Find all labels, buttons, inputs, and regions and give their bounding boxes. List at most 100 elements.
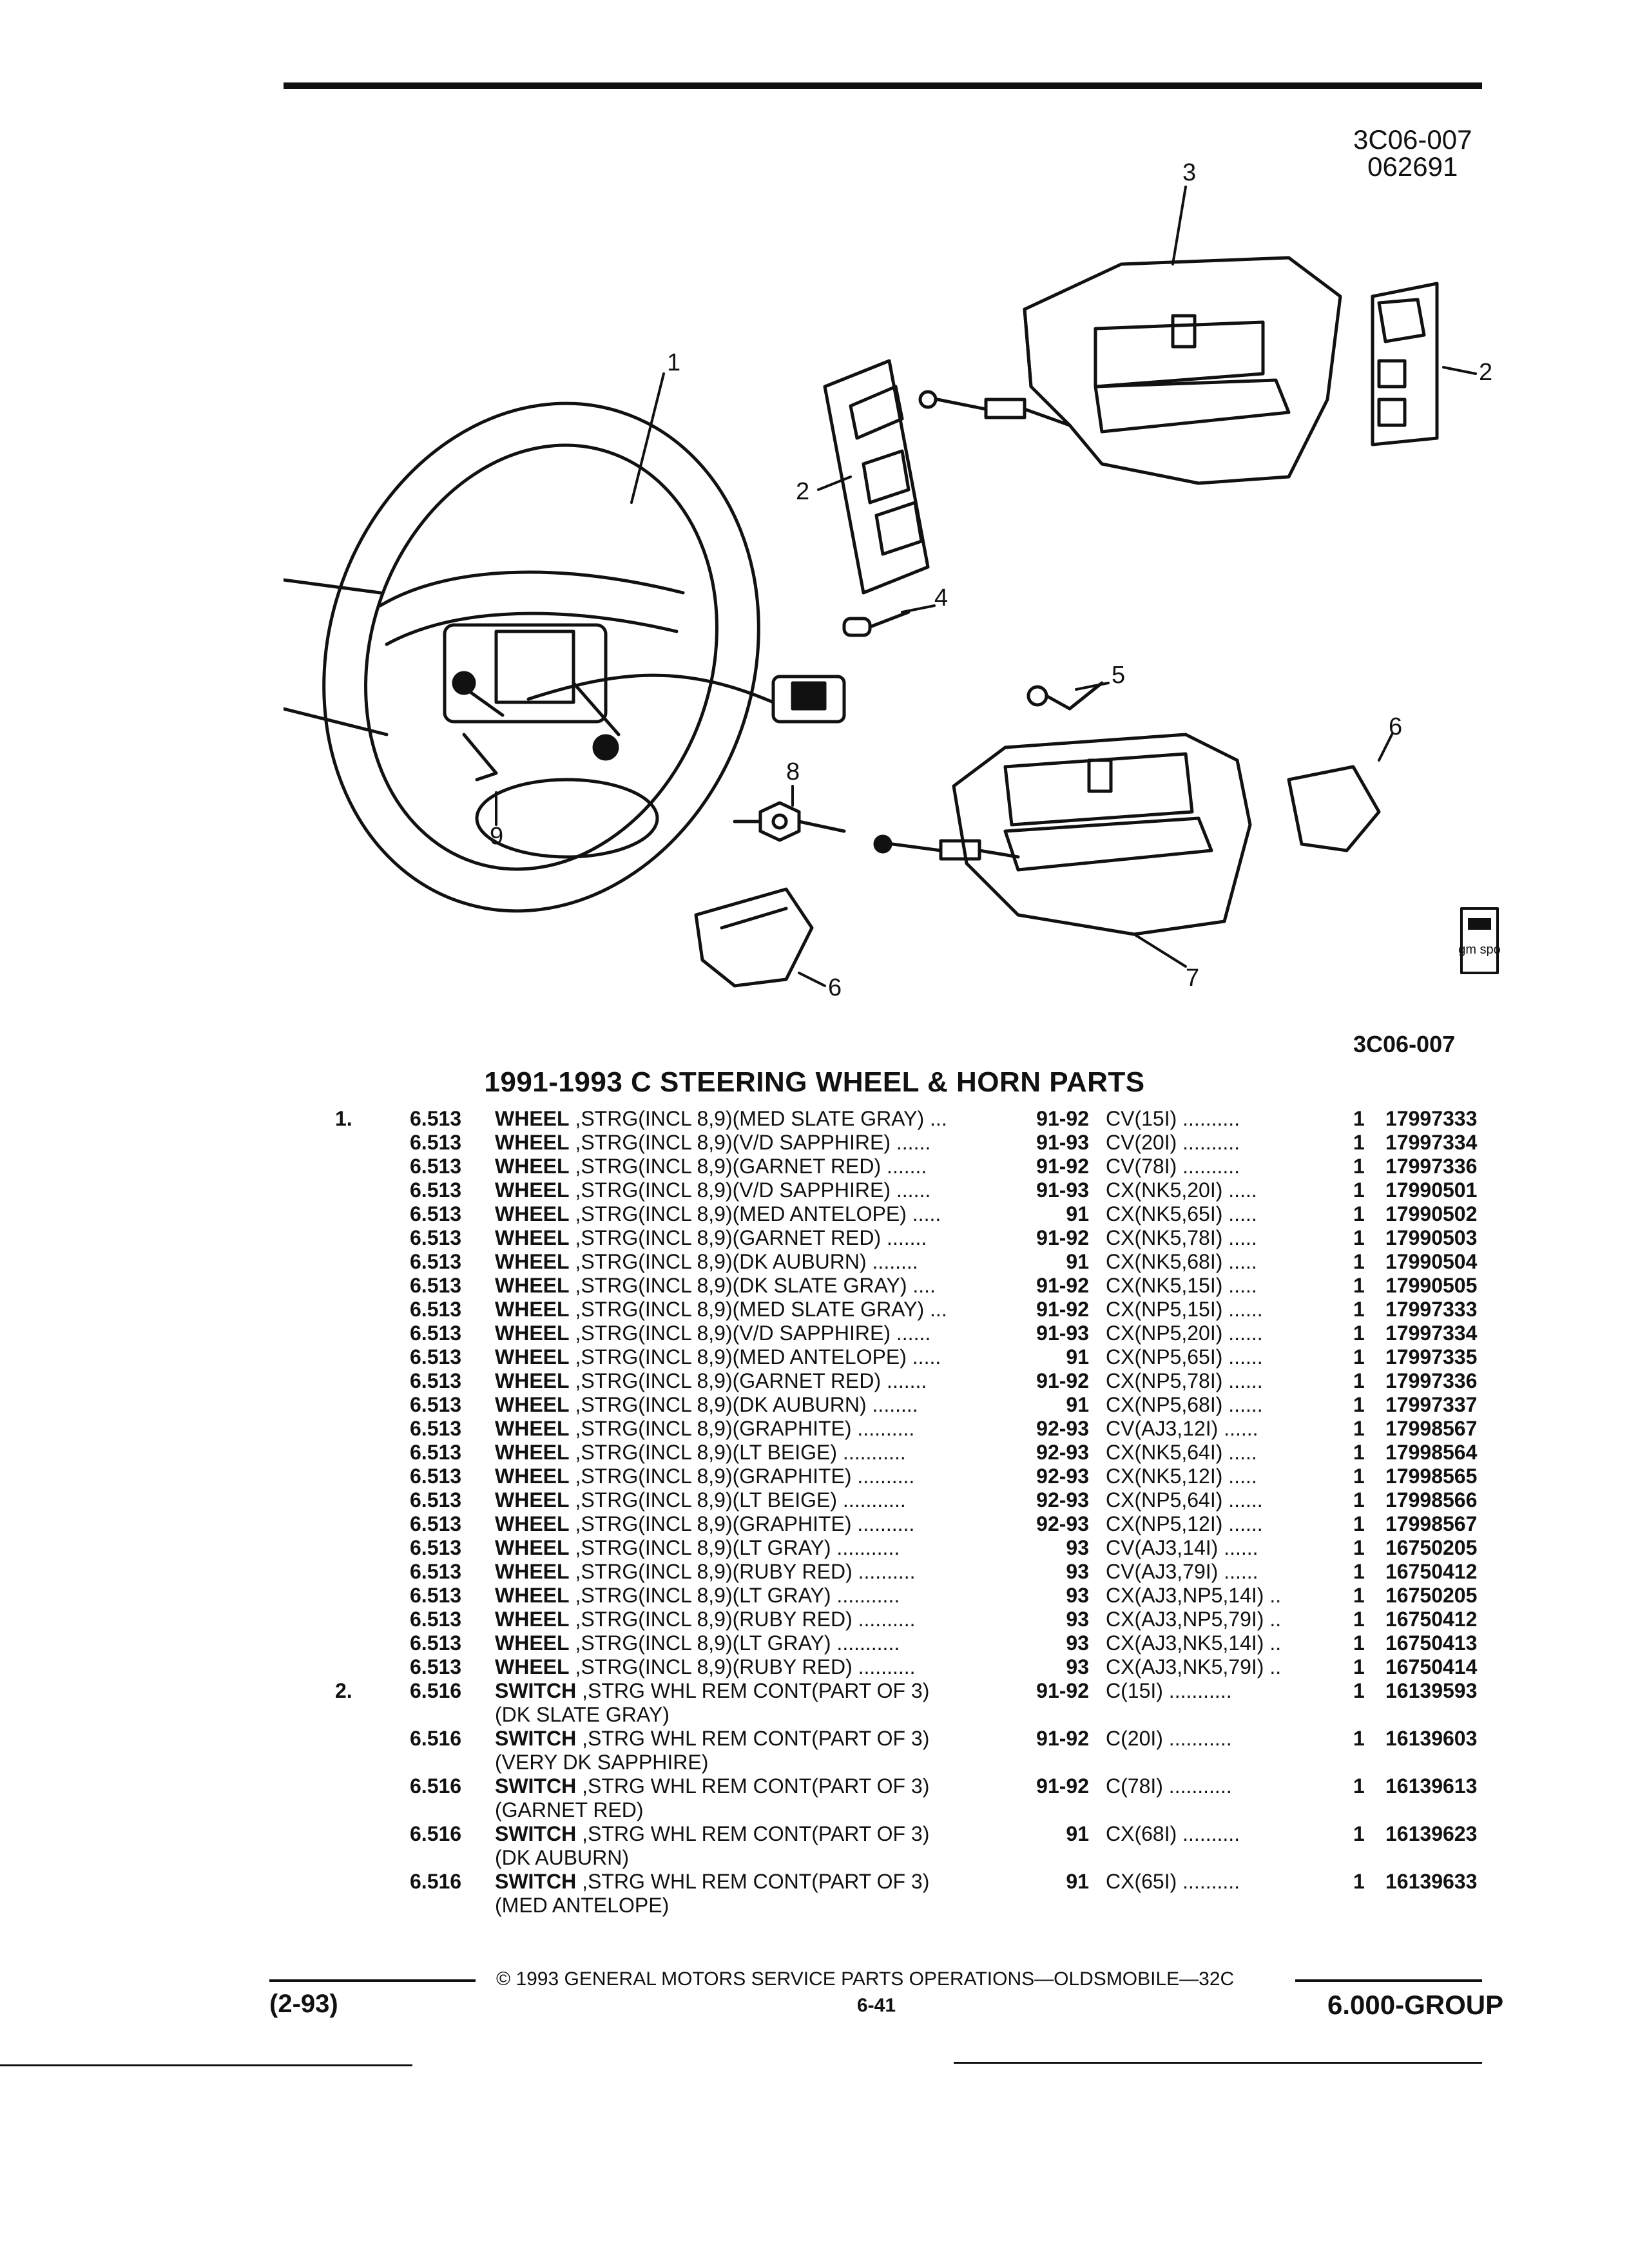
- model-code: CV(20I) ..........: [1106, 1131, 1240, 1154]
- part-description: WHEEL ,STRG(INCL 8,9)(RUBY RED) ........…: [495, 1608, 916, 1631]
- group-code: 6.513: [410, 1536, 462, 1559]
- part-name: WHEEL: [495, 1274, 570, 1297]
- part-description: WHEEL ,STRG(INCL 8,9)(LT BEIGE) ........…: [495, 1441, 906, 1464]
- quantity: 1: [1353, 1131, 1365, 1154]
- group-code: 6.513: [410, 1274, 462, 1297]
- model-years: 91-92: [1036, 1369, 1089, 1392]
- revision-date: (2-93): [269, 1990, 338, 2018]
- model-years: 91-92: [1036, 1155, 1089, 1178]
- model-years: 93: [1066, 1560, 1089, 1583]
- model-years: 92-93: [1036, 1441, 1089, 1464]
- part-description: SWITCH ,STRG WHL REM CONT(PART OF 3): [495, 1774, 929, 1798]
- figure-ref-code: 3C06-007: [1353, 124, 1472, 155]
- quantity: 1: [1353, 1727, 1365, 1750]
- part-description-detail: ,STRG(INCL 8,9)(GARNET RED) .......: [569, 1155, 927, 1178]
- part-name: WHEEL: [495, 1321, 570, 1345]
- callout-leaders: [495, 186, 1477, 987]
- model-code: CX(68I) ..........: [1106, 1822, 1240, 1845]
- callout-labels: 1 2 2 3 4 5 6 6 7 8 9: [490, 159, 1492, 1001]
- model-code: CX(NP5,64I) ......: [1106, 1488, 1263, 1512]
- part-number: 16750205: [1385, 1536, 1478, 1559]
- part-number: 17997335: [1385, 1345, 1478, 1369]
- quantity: 1: [1353, 1774, 1365, 1798]
- group-code: 6.513: [410, 1584, 462, 1607]
- part-name: SWITCH: [495, 1679, 577, 1702]
- steering-wheel: [284, 401, 846, 913]
- part-description: WHEEL ,STRG(INCL 8,9)(DK AUBURN) .......…: [495, 1250, 918, 1273]
- model-code: CX(AJ3,NK5,79I) ..: [1106, 1655, 1282, 1678]
- part-description-detail: ,STRG(INCL 8,9)(RUBY RED) ..........: [569, 1608, 916, 1631]
- group-code: 6.513: [410, 1321, 462, 1345]
- gm-spo-badge: gm spo: [1458, 907, 1501, 974]
- part-name: WHEEL: [495, 1250, 570, 1273]
- part-description-detail: ,STRG(INCL 8,9)(LT GRAY) ...........: [569, 1631, 900, 1655]
- trim-piece-right: [1287, 765, 1381, 852]
- part-description: WHEEL ,STRG(INCL 8,9)(V/D SAPPHIRE) ....…: [495, 1131, 930, 1154]
- quantity: 1: [1353, 1512, 1365, 1535]
- part-number: 16139623: [1385, 1822, 1478, 1845]
- part-description-detail: ,STRG(INCL 8,9)(RUBY RED) ..........: [569, 1655, 916, 1678]
- part-color-note: (MED ANTELOPE): [495, 1894, 670, 1917]
- callout-2-left: 2: [796, 478, 809, 505]
- group-code: 6.513: [410, 1441, 462, 1464]
- model-code: CX(NP5,15I) ......: [1106, 1298, 1263, 1321]
- part-description: WHEEL ,STRG(INCL 8,9)(GARNET RED) ......…: [495, 1226, 927, 1249]
- callout-8: 8: [786, 758, 800, 785]
- part-name: WHEEL: [495, 1155, 570, 1178]
- group-code: 6.513: [410, 1488, 462, 1512]
- part-description-detail: ,STRG(INCL 8,9)(LT GRAY) ...........: [569, 1536, 900, 1559]
- part-number: 17998566: [1385, 1488, 1478, 1512]
- quantity: 1: [1353, 1560, 1365, 1583]
- part-number: 17997333: [1385, 1298, 1478, 1321]
- part-name: WHEEL: [495, 1560, 570, 1583]
- switch-panel-left: [823, 359, 930, 595]
- part-description: WHEEL ,STRG(INCL 8,9)(GRAPHITE) ........…: [495, 1465, 914, 1488]
- part-name: WHEEL: [495, 1417, 570, 1440]
- part-color-note: (DK SLATE GRAY): [495, 1703, 670, 1726]
- model-years: 91: [1066, 1822, 1089, 1845]
- model-years: 91: [1066, 1393, 1089, 1416]
- part-description: WHEEL ,STRG(INCL 8,9)(GRAPHITE) ........…: [495, 1417, 914, 1440]
- part-description-detail: ,STRG(INCL 8,9)(V/D SAPPHIRE) ......: [569, 1178, 931, 1202]
- model-years: 93: [1066, 1631, 1089, 1655]
- scan-edge-line: [0, 2064, 412, 2066]
- part-number: 17990503: [1385, 1226, 1478, 1249]
- quantity: 1: [1353, 1393, 1365, 1416]
- part-description: WHEEL ,STRG(INCL 8,9)(V/D SAPPHIRE) ....…: [495, 1178, 930, 1202]
- callout-6-right: 6: [1389, 713, 1402, 740]
- part-description: WHEEL ,STRG(INCL 8,9)(LT GRAY) .........…: [495, 1584, 900, 1607]
- model-code: CX(NK5,64I) .....: [1106, 1441, 1257, 1464]
- part-number: 17990505: [1385, 1274, 1478, 1297]
- figure-reference-header: 3C06-007 062691: [1353, 126, 1472, 180]
- copyright-notice: © 1993 GENERAL MOTORS SERVICE PARTS OPER…: [496, 1968, 1235, 1990]
- top-rule: [284, 82, 1482, 89]
- quantity: 1: [1353, 1608, 1365, 1631]
- part-name: WHEEL: [495, 1584, 570, 1607]
- model-code: CX(NK5,15I) .....: [1106, 1274, 1257, 1297]
- group-code: 6.513: [410, 1131, 462, 1154]
- part-description: WHEEL ,STRG(INCL 8,9)(DK AUBURN) .......…: [495, 1393, 918, 1416]
- model-code: CX(NP5,78I) ......: [1106, 1369, 1263, 1392]
- group-code: 6.513: [410, 1202, 462, 1225]
- quantity: 1: [1353, 1870, 1365, 1893]
- group-code: 6.513: [410, 1417, 462, 1440]
- group-code: 6.516: [410, 1679, 462, 1702]
- nut-part: [733, 801, 846, 842]
- part-description-detail: ,STRG(INCL 8,9)(MED ANTELOPE) .....: [569, 1202, 941, 1225]
- group-code: 6.513: [410, 1178, 462, 1202]
- model-years: 91-93: [1036, 1131, 1089, 1154]
- part-number: 17997336: [1385, 1369, 1478, 1392]
- group-code: 6.513: [410, 1631, 462, 1655]
- quantity: 1: [1353, 1298, 1365, 1321]
- part-number: 17997336: [1385, 1155, 1478, 1178]
- quantity: 1: [1353, 1584, 1365, 1607]
